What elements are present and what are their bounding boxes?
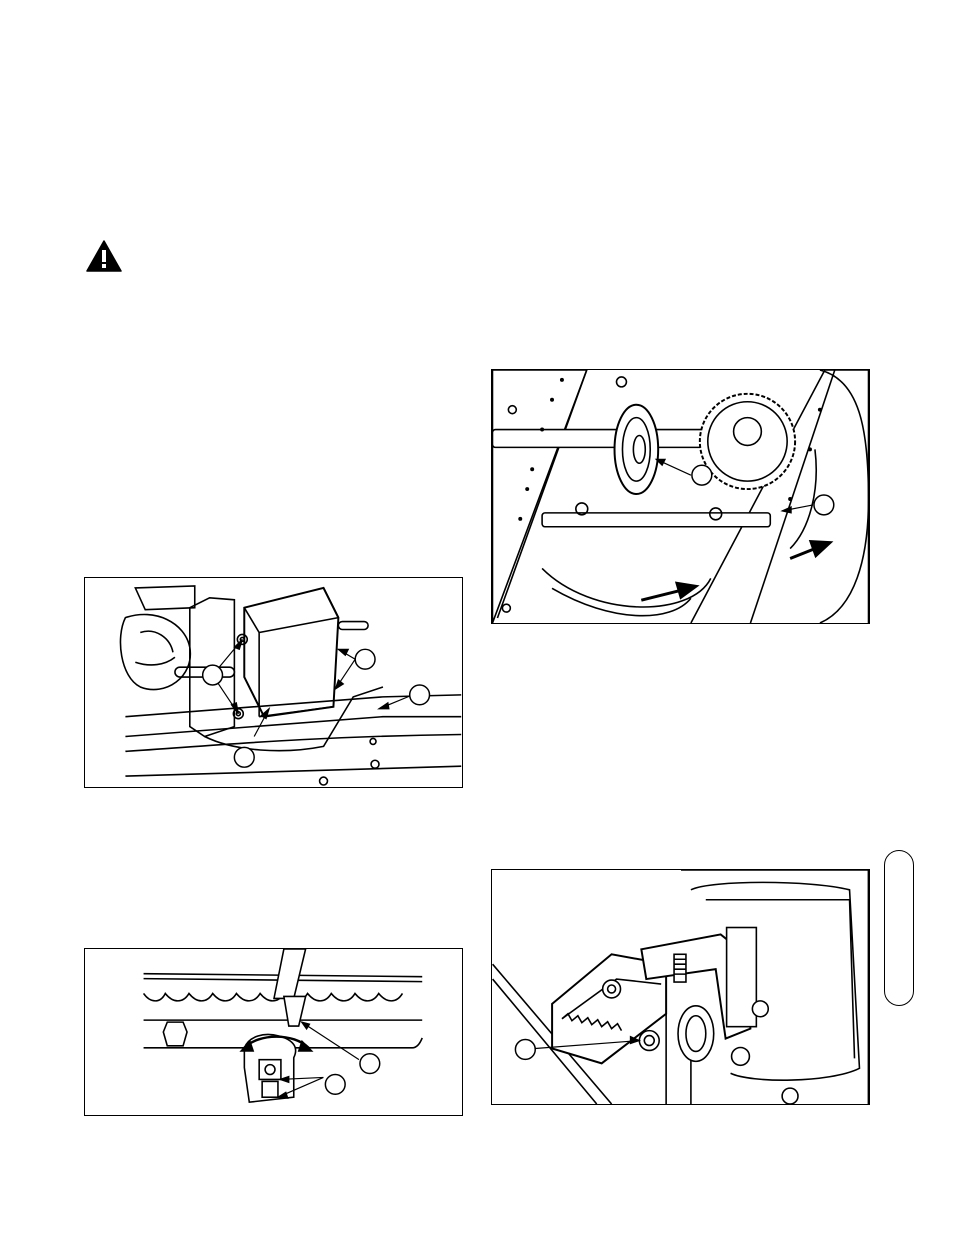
pinion-bracket-illustration <box>492 870 869 1104</box>
section-thumb-tab <box>884 850 914 1006</box>
figure-pinion-bracket <box>491 869 870 1105</box>
auger-gearbox-illustration <box>85 578 462 787</box>
figure-drive-chain <box>491 369 870 624</box>
callout-circle <box>203 665 223 685</box>
drive-chain-illustration <box>492 370 869 623</box>
callout-circle <box>692 465 712 485</box>
callout-circle <box>355 649 375 669</box>
chute-crank-illustration <box>85 949 462 1115</box>
callout-circle <box>325 1074 345 1094</box>
figure-auger-gearbox <box>84 577 463 788</box>
figure-chute-crank <box>84 948 463 1116</box>
callout-circle <box>234 747 254 767</box>
callout-circle <box>814 495 834 515</box>
callout-circle <box>410 685 430 705</box>
callout-circle <box>360 1054 380 1074</box>
warning-triangle-icon <box>86 240 122 272</box>
callout-circle <box>515 1040 535 1060</box>
